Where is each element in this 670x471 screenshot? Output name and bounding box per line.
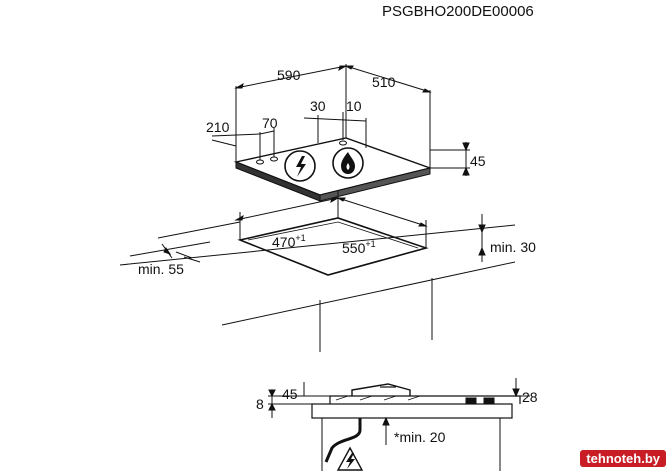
dim-30-label: 30 — [310, 98, 326, 114]
knob — [339, 140, 347, 146]
cutout-width-label: 550+1 — [342, 239, 376, 256]
side-8-label: 8 — [256, 396, 264, 412]
side-45-label: 45 — [282, 386, 298, 402]
side-section-view — [268, 378, 530, 471]
cutout-depth-label: 470+1 — [272, 233, 306, 250]
lightning-icon — [296, 156, 306, 177]
dim-width-label: 590 — [277, 67, 301, 83]
min-back-label: min. 30 — [490, 239, 536, 255]
cutout-opening — [237, 217, 429, 276]
gas-zone — [332, 147, 364, 179]
dim-210-label: 210 — [206, 119, 230, 135]
side-28-label: 28 — [522, 389, 538, 405]
side-min20-label: *min. 20 — [394, 429, 446, 445]
dim-70-label: 70 — [262, 115, 278, 131]
worktop-cutout — [119, 190, 516, 352]
document-code: PSGBHO200DE00006 — [382, 3, 534, 20]
dim-10-label: 10 — [346, 98, 362, 114]
electric-zone — [284, 150, 316, 182]
watermark-logo: tehnoteh.by — [580, 450, 666, 467]
hob-plate-edge-right — [319, 167, 431, 202]
hob-top-view — [211, 64, 470, 202]
dim-height-label: 45 — [470, 153, 486, 169]
gas-pipe — [324, 418, 362, 463]
worktop-section — [311, 403, 513, 419]
flame-icon — [341, 152, 355, 174]
dim-depth-label: 510 — [372, 74, 396, 90]
min-side-label: min. 55 — [138, 261, 184, 277]
